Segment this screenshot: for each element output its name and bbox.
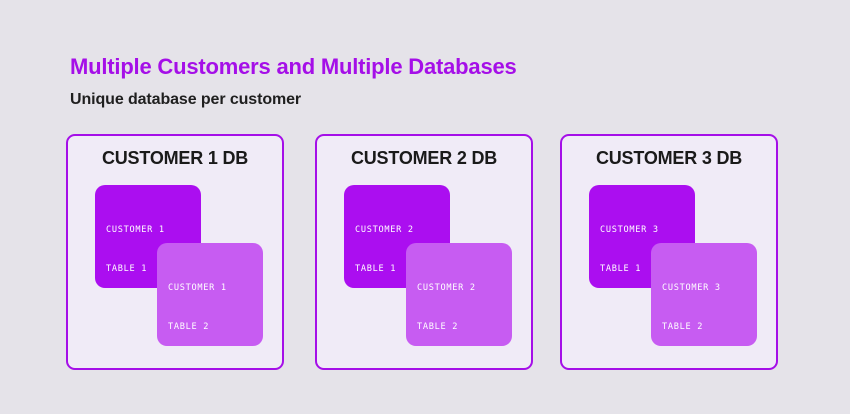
database-card-customer-3: CUSTOMER 3 DB CUSTOMER 3 TABLE 1 CUSTOME…	[560, 134, 778, 370]
table-block-line-2: TABLE 1	[355, 264, 397, 274]
table-block-line-1: CUSTOMER 3	[600, 225, 659, 235]
database-card-title: CUSTOMER 2 DB	[350, 148, 498, 168]
table-block-line-1: CUSTOMER 2	[355, 225, 414, 235]
table-block-line-2: TABLE 1	[600, 264, 642, 274]
table-block-line-1: CUSTOMER 2	[417, 283, 476, 293]
table-block-customer-1-table-1: CUSTOMER 1 TABLE 1	[95, 185, 201, 288]
table-block-line-1: CUSTOMER 1	[106, 225, 165, 235]
table-block-line-2: TABLE 2	[417, 322, 459, 332]
table-block-line-1: CUSTOMER 3	[662, 283, 721, 293]
database-card-customer-2: CUSTOMER 2 DB CUSTOMER 2 TABLE 1 CUSTOME…	[315, 134, 533, 370]
table-block-customer-2-table-2: CUSTOMER 2 TABLE 2	[406, 243, 512, 346]
table-block-line-2: TABLE 2	[662, 322, 704, 332]
table-block-line-1: CUSTOMER 1	[168, 283, 227, 293]
database-card-title: CUSTOMER 1 DB	[101, 148, 249, 168]
page-subtitle: Unique database per customer	[70, 91, 302, 108]
database-card-group: CUSTOMER 1 DB CUSTOMER 1 TABLE 1 CUSTOME…	[66, 134, 782, 374]
table-block-customer-1-table-2: CUSTOMER 1 TABLE 2	[157, 243, 263, 346]
table-block-line-2: TABLE 1	[106, 264, 148, 274]
table-block-line-2: TABLE 2	[168, 322, 210, 332]
table-block-customer-3-table-2: CUSTOMER 3 TABLE 2	[651, 243, 757, 346]
page-title: Multiple Customers and Multiple Database…	[70, 54, 517, 79]
database-card-title: CUSTOMER 3 DB	[595, 148, 743, 168]
database-card-customer-1: CUSTOMER 1 DB CUSTOMER 1 TABLE 1 CUSTOME…	[66, 134, 284, 370]
